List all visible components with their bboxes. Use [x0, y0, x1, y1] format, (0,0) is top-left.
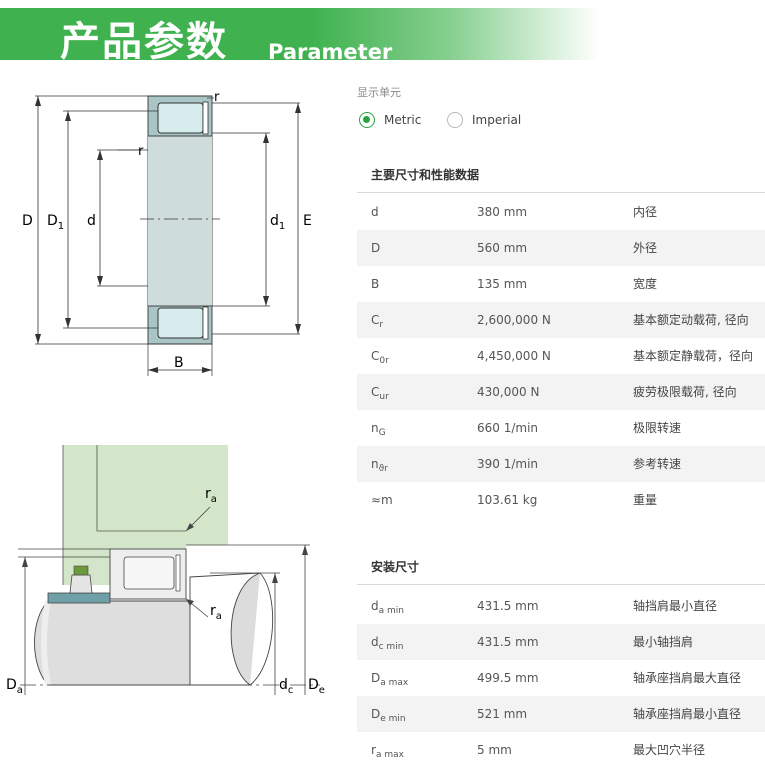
param-value: 103.61 kg — [477, 493, 538, 507]
label-D1: D1 — [47, 213, 64, 232]
label-Da: Da — [6, 677, 23, 696]
table-row: nG 660 1/min 极限转速 — [357, 410, 765, 446]
bearing-bore-band — [148, 136, 212, 306]
param-value: 390 1/min — [477, 457, 539, 471]
table-row: dc min 431.5 mm 最小轴挡肩 — [357, 624, 765, 660]
mounting-dimensions-title: 安装尺寸 — [357, 549, 765, 585]
param-description: 重量 — [633, 493, 658, 507]
unit-option-metric[interactable]: Metric — [359, 110, 421, 130]
param-description: 宽度 — [633, 277, 658, 291]
top-roller — [157, 102, 204, 134]
param-description: 轴挡肩最小直径 — [633, 599, 718, 613]
main-dimensions-table: d 380 mm 内径 D 560 mm 外径 B 135 mm 宽度 Cr 2,600,000 N… — [357, 194, 765, 518]
page-subtitle: Parameter — [268, 40, 393, 64]
table-row: Cur 430,000 N 疲劳极限载荷, 径向 — [357, 374, 765, 410]
param-symbol: De min — [371, 707, 406, 724]
param-value: 431.5 mm — [477, 635, 539, 649]
label-ra-top: ra — [205, 486, 217, 505]
label-ra-bottom: ra — [210, 603, 222, 622]
label-E: E — [303, 213, 312, 229]
radio-checked-icon[interactable] — [359, 112, 375, 128]
param-value: 499.5 mm — [477, 671, 539, 685]
mounting-dimensions-table: da min 431.5 mm 轴挡肩最小直径 dc min 431.5 mm 最小轴挡肩… — [357, 588, 765, 768]
radio-unchecked-icon[interactable] — [447, 112, 463, 128]
label-r-top: r — [214, 90, 220, 105]
param-value: 135 mm — [477, 277, 528, 291]
param-symbol: B — [371, 277, 380, 291]
table-row: D 560 mm 外径 — [357, 230, 765, 266]
housing — [63, 445, 228, 585]
param-symbol: da min — [371, 599, 404, 616]
param-description: 基本额定动载荷, 径向 — [633, 313, 749, 327]
param-description: 最大凹穴半径 — [633, 743, 706, 757]
param-symbol: ra max — [371, 743, 404, 760]
unit-option-imperial[interactable]: Imperial — [447, 110, 521, 130]
label-dc: dc — [279, 677, 293, 696]
label-d: d — [87, 213, 96, 229]
label-D: D — [22, 213, 33, 229]
param-description: 外径 — [633, 241, 658, 255]
unit-label: 显示单元 — [357, 86, 401, 99]
param-symbol: nϑr — [371, 457, 388, 474]
table-row: Da max 499.5 mm 轴承座挡肩最大直径 — [357, 660, 765, 696]
param-description: 内径 — [633, 205, 658, 219]
param-value: 5 mm — [477, 743, 512, 757]
main-dimensions-title: 主要尺寸和性能数据 — [357, 157, 765, 193]
mounting-drawing: ra ra Da dc De — [6, 445, 325, 696]
table-row: d 380 mm 内径 — [357, 194, 765, 230]
table-row: B 135 mm 宽度 — [357, 266, 765, 302]
param-value: 431.5 mm — [477, 599, 539, 613]
table-row: ra max 5 mm 最大凹穴半径 — [357, 732, 765, 768]
locking-nut — [69, 574, 93, 594]
shaft — [34, 600, 191, 686]
param-value: 521 mm — [477, 707, 528, 721]
param-description: 疲劳极限载荷, 径向 — [633, 385, 737, 399]
header-banner: 产品参数 Parameter — [0, 8, 600, 65]
table-row: da min 431.5 mm 轴挡肩最小直径 — [357, 588, 765, 624]
param-symbol: Cr — [371, 313, 384, 330]
label-B: B — [174, 355, 184, 371]
param-symbol: Da max — [371, 671, 409, 688]
param-symbol: Cur — [371, 385, 389, 402]
page-title: 产品参数 — [60, 19, 228, 65]
unit-option-label: Metric — [384, 113, 422, 127]
table-row: Cr 2,600,000 N 基本额定动载荷, 径向 — [357, 302, 765, 338]
bearing-section-drawing: D D1 d d1 E B r r — [22, 90, 312, 376]
shaft-shoulder — [47, 592, 111, 604]
unit-option-label: Imperial — [472, 113, 522, 127]
param-value: 560 mm — [477, 241, 528, 255]
param-symbol: d — [371, 205, 379, 219]
bottom-roller — [157, 307, 204, 339]
param-symbol: D — [371, 241, 381, 255]
table-row: C0r 4,450,000 N 基本额定静载荷，径向 — [357, 338, 765, 374]
param-value: 380 mm — [477, 205, 528, 219]
label-De: De — [308, 677, 325, 696]
param-value: 2,600,000 N — [477, 313, 551, 327]
param-description: 极限转速 — [633, 421, 682, 435]
param-value: 4,450,000 N — [477, 349, 551, 363]
param-symbol: nG — [371, 421, 386, 438]
param-value: 430,000 N — [477, 385, 540, 399]
table-row: ≈m 103.61 kg 重量 — [357, 482, 765, 518]
param-symbol: C0r — [371, 349, 389, 366]
param-symbol: dc min — [371, 635, 404, 652]
table-row: nϑr 390 1/min 参考转速 — [357, 446, 765, 482]
param-value: 660 1/min — [477, 421, 539, 435]
param-description: 基本额定静载荷，径向 — [633, 349, 754, 363]
param-description: 参考转速 — [633, 457, 682, 471]
param-description: 最小轴挡肩 — [633, 635, 694, 649]
param-description: 轴承座挡肩最小直径 — [633, 707, 742, 721]
table-row: De min 521 mm 轴承座挡肩最小直径 — [357, 696, 765, 732]
label-d1: d1 — [270, 213, 285, 232]
label-r-mid: r — [138, 144, 144, 159]
param-symbol: ≈m — [371, 493, 393, 507]
param-description: 轴承座挡肩最大直径 — [633, 671, 742, 685]
